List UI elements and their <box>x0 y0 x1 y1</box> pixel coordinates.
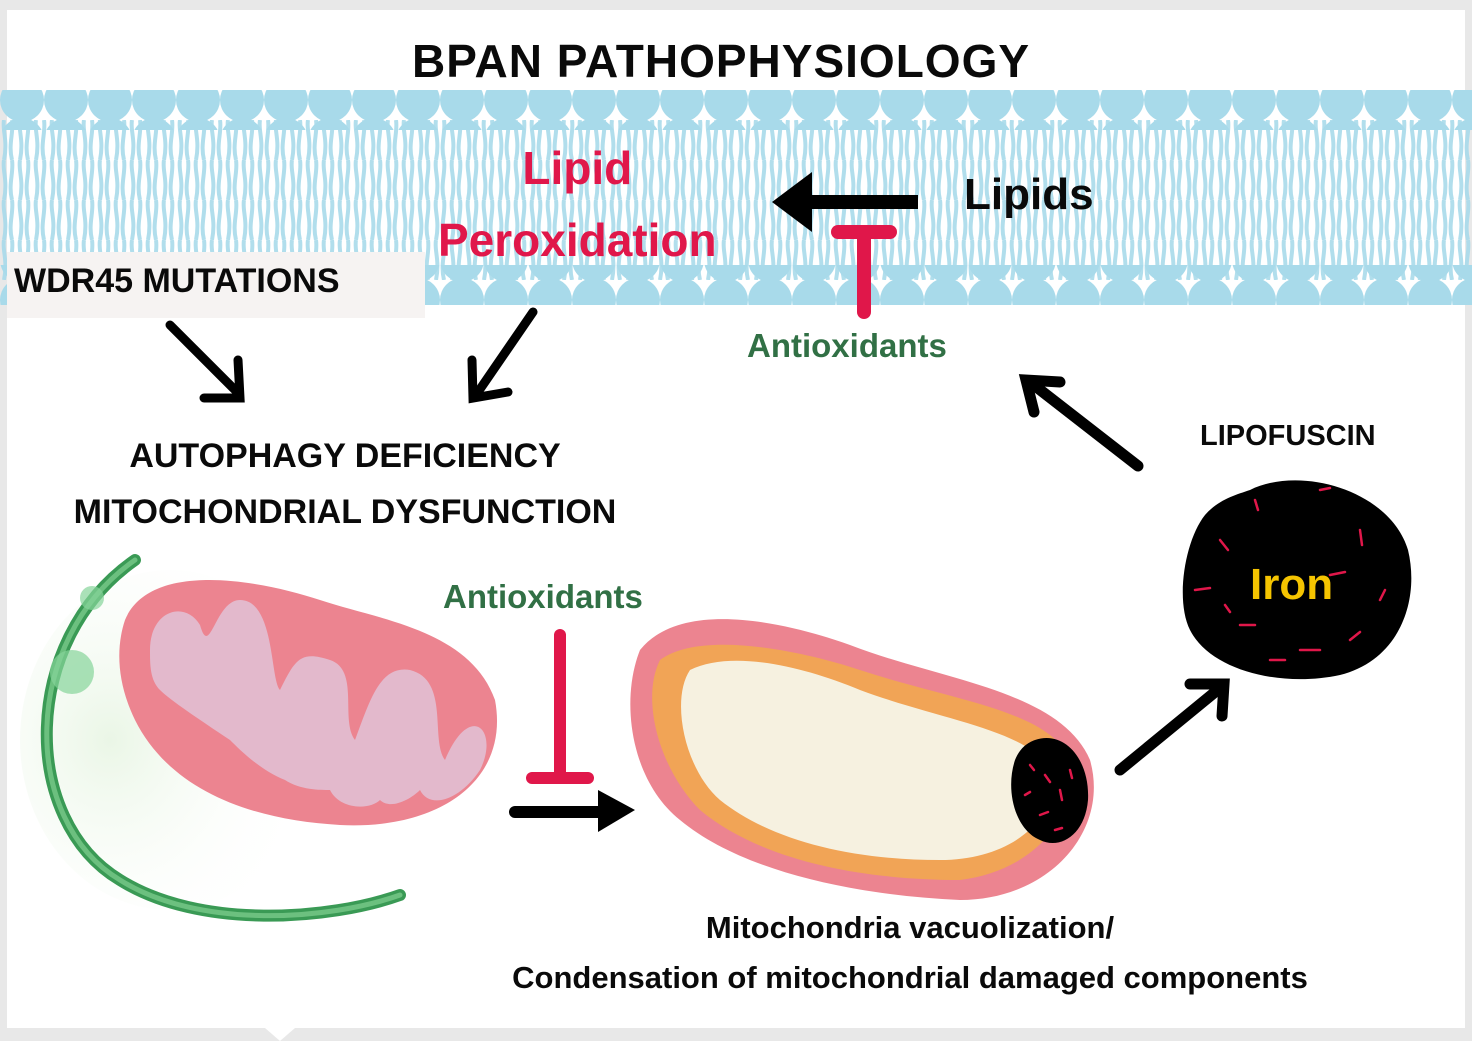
caption-line2: Condensation of mitochondrial damaged co… <box>512 960 1308 995</box>
page-title: BPAN PATHOPHYSIOLOGY <box>412 35 1031 87</box>
lipid-peroxidation-line1: Lipid <box>522 142 633 194</box>
lipofuscin-aggregate <box>1182 480 1412 680</box>
healthy-mitochondrion <box>119 580 498 826</box>
frame-edge <box>0 350 7 1028</box>
antioxidants-top-label: Antioxidants <box>747 327 947 364</box>
vacuolized-mitochondrion <box>630 619 1094 900</box>
mitochondrial-dysfunction-line: MITOCHONDRIAL DYSFUNCTION <box>73 493 617 531</box>
lipid-peroxidation-line2: Peroxidation <box>438 214 717 266</box>
arrow-vacuolized-to-lipofuscin <box>1114 678 1230 776</box>
arrow-lipofuscin-to-antioxidants <box>1018 374 1144 472</box>
frame-notch <box>265 1028 295 1041</box>
vacuolization-caption: Mitochondria vacuolization/ Condensation… <box>410 903 1410 1003</box>
lipofuscin-label: LIPOFUSCIN <box>1200 420 1376 452</box>
arrow-lipids-to-peroxidation <box>772 172 918 232</box>
iron-label: Iron <box>1250 560 1334 609</box>
arrow-healthy-to-vacuolized <box>509 790 635 832</box>
arrow-peroxidation-to-autophagy <box>467 307 538 404</box>
autophagy-deficiency-line: AUTOPHAGY DEFICIENCY <box>129 437 561 475</box>
arrow-wdr45-to-autophagy <box>165 320 245 403</box>
wdr45-label-box <box>7 252 425 318</box>
autophagy-mito-dysfunction-label: AUTOPHAGY DEFICIENCY MITOCHONDRIAL DYSFU… <box>0 428 690 540</box>
lipid-peroxidation-label: Lipid Peroxidation <box>438 132 717 276</box>
inhibition-antioxidants-top <box>831 225 897 319</box>
lipids-label: Lipids <box>964 170 1094 219</box>
inhibition-antioxidants-middle <box>526 629 594 784</box>
caption-line1: Mitochondria vacuolization/ <box>705 910 1115 945</box>
wdr45-mutations-label: WDR45 MUTATIONS <box>14 262 340 300</box>
antioxidants-middle-label: Antioxidants <box>443 578 643 615</box>
